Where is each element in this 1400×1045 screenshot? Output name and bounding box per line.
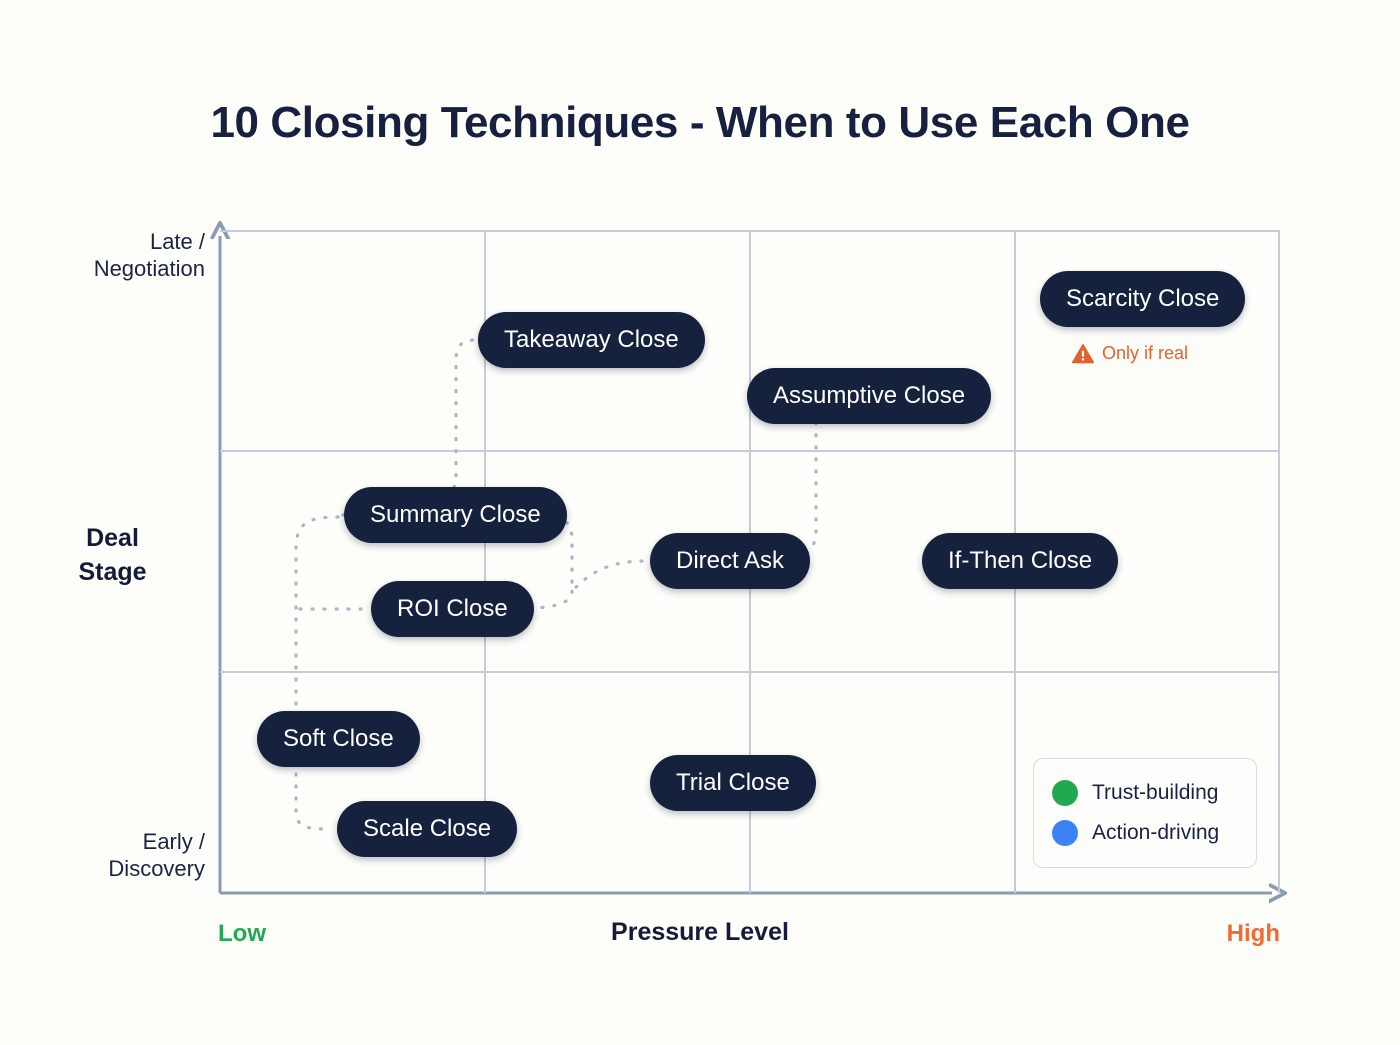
y-axis-bottom-label: Early / Discovery (108, 829, 205, 881)
legend-box: Trust-building Action-driving (1033, 758, 1257, 868)
technique-pill-assumptive-close[interactable]: Assumptive Close (747, 368, 992, 424)
technique-pill-scarcity-close[interactable]: Scarcity Close (1040, 271, 1246, 327)
legend-item-action-driving: Action-driving (1052, 813, 1238, 853)
technique-pill-summary-close[interactable]: Summary Close (344, 487, 567, 543)
technique-pill-if-then-close[interactable]: If-Then Close (922, 533, 1119, 589)
technique-pill-soft-close[interactable]: Soft Close (257, 711, 420, 767)
technique-pill-trial-close[interactable]: Trial Close (650, 755, 816, 811)
legend-label-trust-building: Trust-building (1092, 781, 1219, 804)
x-axis-title: Pressure Level (611, 918, 789, 946)
technique-pill-takeaway-close[interactable]: Takeaway Close (478, 312, 705, 368)
y-axis-title: Deal Stage (78, 524, 147, 586)
technique-pill-direct-ask[interactable]: Direct Ask (650, 533, 811, 589)
blue-dot-icon (1052, 820, 1078, 846)
technique-pill-scale-close[interactable]: Scale Close (337, 801, 518, 857)
legend-item-trust-building: Trust-building (1052, 773, 1238, 813)
x-axis-low-label: Low (218, 920, 266, 947)
y-axis-top-label: Late / Negotiation (93, 229, 205, 281)
legend-label-action-driving: Action-driving (1092, 821, 1220, 844)
technique-pill-roi-close[interactable]: ROI Close (371, 581, 534, 637)
warning-note-text: Only if real (1102, 343, 1189, 363)
scarcity-warning-note: Only if real (1072, 343, 1188, 364)
x-axis-high-label: High (1226, 920, 1280, 947)
warning-triangle-icon (1072, 343, 1094, 363)
green-dot-icon (1052, 780, 1078, 806)
page-title: 10 Closing Techniques - When to Use Each… (210, 98, 1190, 147)
